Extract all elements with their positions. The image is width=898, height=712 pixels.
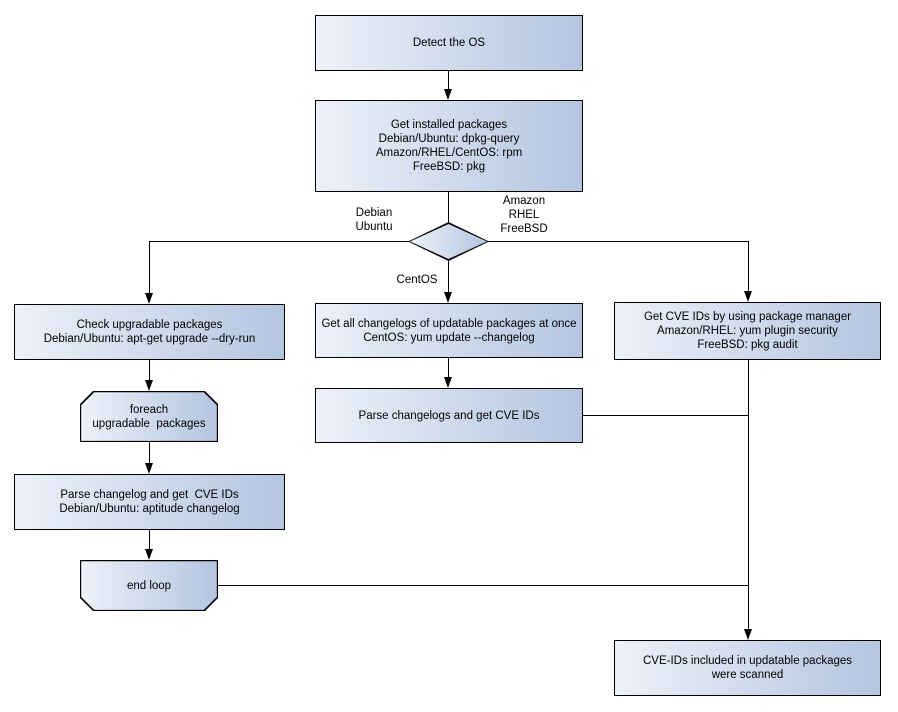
decision-diamond-fill [410,224,487,259]
arrow-down-icon [144,463,153,474]
connector-line [149,241,409,242]
node-parse-changelogs-label: Parse changelogs and get CVE IDs [358,409,540,422]
arrow-down-icon [443,89,452,100]
edge-label-centos: CentOS [396,274,438,286]
connector-line [448,71,449,91]
node-parse-changelog-label: Parse changelog and get CVE IDs Debian/U… [59,489,240,515]
node-check-upgradable-label: Check upgradable packages Debian/Ubuntu:… [43,319,256,345]
node-parse-changelogs: Parse changelogs and get CVE IDs [315,388,583,443]
node-foreach-loop-label: foreach upgradable packages [92,403,206,430]
connector-line [149,241,150,294]
connector-line [448,260,449,293]
node-get-cve-ids-pm-label: Get CVE IDs by using package manager Ama… [643,311,852,351]
connector-line [218,585,749,586]
node-scanned-result: CVE-IDs included in updatable packages w… [614,640,881,696]
node-foreach-loop-fill: foreach upgradable packages [81,392,217,441]
node-detect-os-label: Detect the OS [412,37,486,49]
node-end-loop-label: end loop [126,579,172,592]
node-foreach-loop: foreach upgradable packages [80,391,218,442]
node-end-loop: end loop [80,560,218,611]
arrow-down-icon [144,549,153,560]
connector-line [448,358,449,378]
node-parse-changelog: Parse changelog and get CVE IDs Debian/U… [14,474,285,530]
connector-line [748,360,749,630]
node-get-cve-ids-pm: Get CVE IDs by using package manager Ama… [614,302,881,360]
arrow-down-icon [743,629,752,640]
connector-line [149,530,150,550]
node-get-installed-packages: Get installed packages Debian/Ubuntu: dp… [315,100,583,192]
arrow-down-icon [443,377,452,388]
arrow-down-icon [443,292,452,303]
node-check-upgradable: Check upgradable packages Debian/Ubuntu:… [14,304,285,360]
connector-line [149,442,150,464]
arrow-down-icon [144,293,153,304]
connector-line [488,241,748,242]
connector-line [748,241,749,292]
decision-diamond [408,222,489,261]
node-end-loop-fill: end loop [81,561,217,610]
node-detect-os: Detect the OS [315,15,583,71]
arrow-down-icon [144,380,153,391]
node-get-all-changelogs: Get all changelogs of updatable packages… [315,303,583,358]
connector-line [448,192,449,222]
node-get-all-changelogs-label: Get all changelogs of updatable packages… [321,317,577,344]
edge-label-amazon-rhel-freebsd: Amazon RHEL FreeBSD [500,195,548,235]
arrow-down-icon [743,291,752,302]
connector-line [149,360,150,381]
edge-label-debian-ubuntu: Debian Ubuntu [355,207,393,233]
node-scanned-result-label: CVE-IDs included in updatable packages w… [642,655,853,681]
node-get-installed-packages-label: Get installed packages Debian/Ubuntu: dp… [375,119,523,173]
connector-line [583,415,749,416]
